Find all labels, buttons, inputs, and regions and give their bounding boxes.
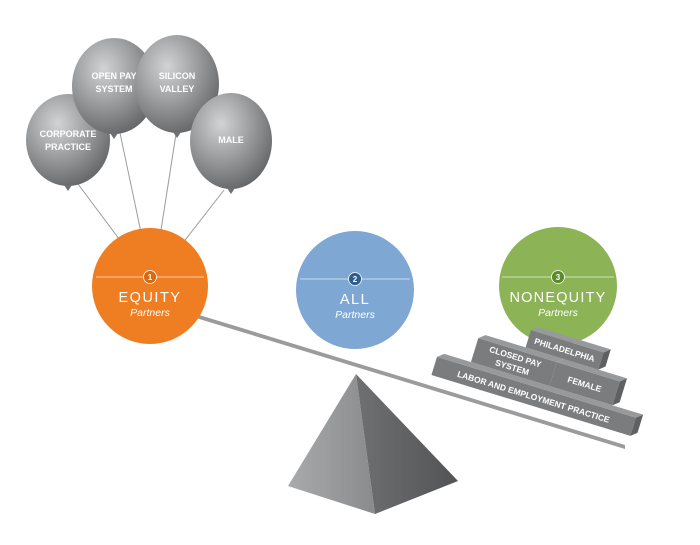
circle-all-partners: 2 ALL Partners — [296, 231, 414, 349]
number-badge-text: 3 — [556, 273, 561, 282]
balloon-male: MALE — [190, 93, 272, 194]
block-stack: LABOR AND EMPLOYMENT PRACTICE CLOSED PAY… — [431, 327, 644, 436]
balloon-label-line1: CORPORATE — [40, 129, 97, 139]
balloon-label-line2: PRACTICE — [45, 142, 91, 152]
balloon-open-pay-system: OPEN PAY SYSTEM — [72, 38, 156, 139]
number-badge-text: 1 — [148, 273, 153, 282]
circle-title: NONEQUITY — [510, 290, 607, 306]
block-closed-pay-system: CLOSED PAY SYSTEM — [470, 335, 564, 386]
circle-subtitle: Partners — [538, 307, 578, 319]
circle-subtitle: Partners — [130, 307, 170, 319]
circle-title: ALL — [340, 292, 370, 308]
balloon-silicon-valley: SILICON VALLEY — [135, 35, 219, 138]
circle-nonequity-partners: 3 NONEQUITY Partners — [499, 227, 617, 345]
balloon-label-line2: SYSTEM — [95, 84, 132, 94]
circle-subtitle: Partners — [335, 309, 375, 321]
balloon-label-line1: SILICON — [159, 71, 196, 81]
balloon-label-line1: MALE — [218, 135, 244, 145]
number-badge — [551, 270, 565, 284]
number-badge — [143, 270, 157, 284]
number-badge-text: 2 — [353, 275, 358, 284]
balloon-label-line2: VALLEY — [160, 84, 195, 94]
fulcrum-pyramid — [288, 374, 458, 514]
circle-title: EQUITY — [119, 290, 182, 306]
circle-equity-partners: 1 EQUITY Partners — [92, 228, 208, 344]
scale-beam — [150, 300, 625, 449]
balloon-label-line1: OPEN PAY — [91, 71, 136, 81]
block-female: FEMALE — [549, 359, 628, 406]
number-badge — [348, 272, 362, 286]
